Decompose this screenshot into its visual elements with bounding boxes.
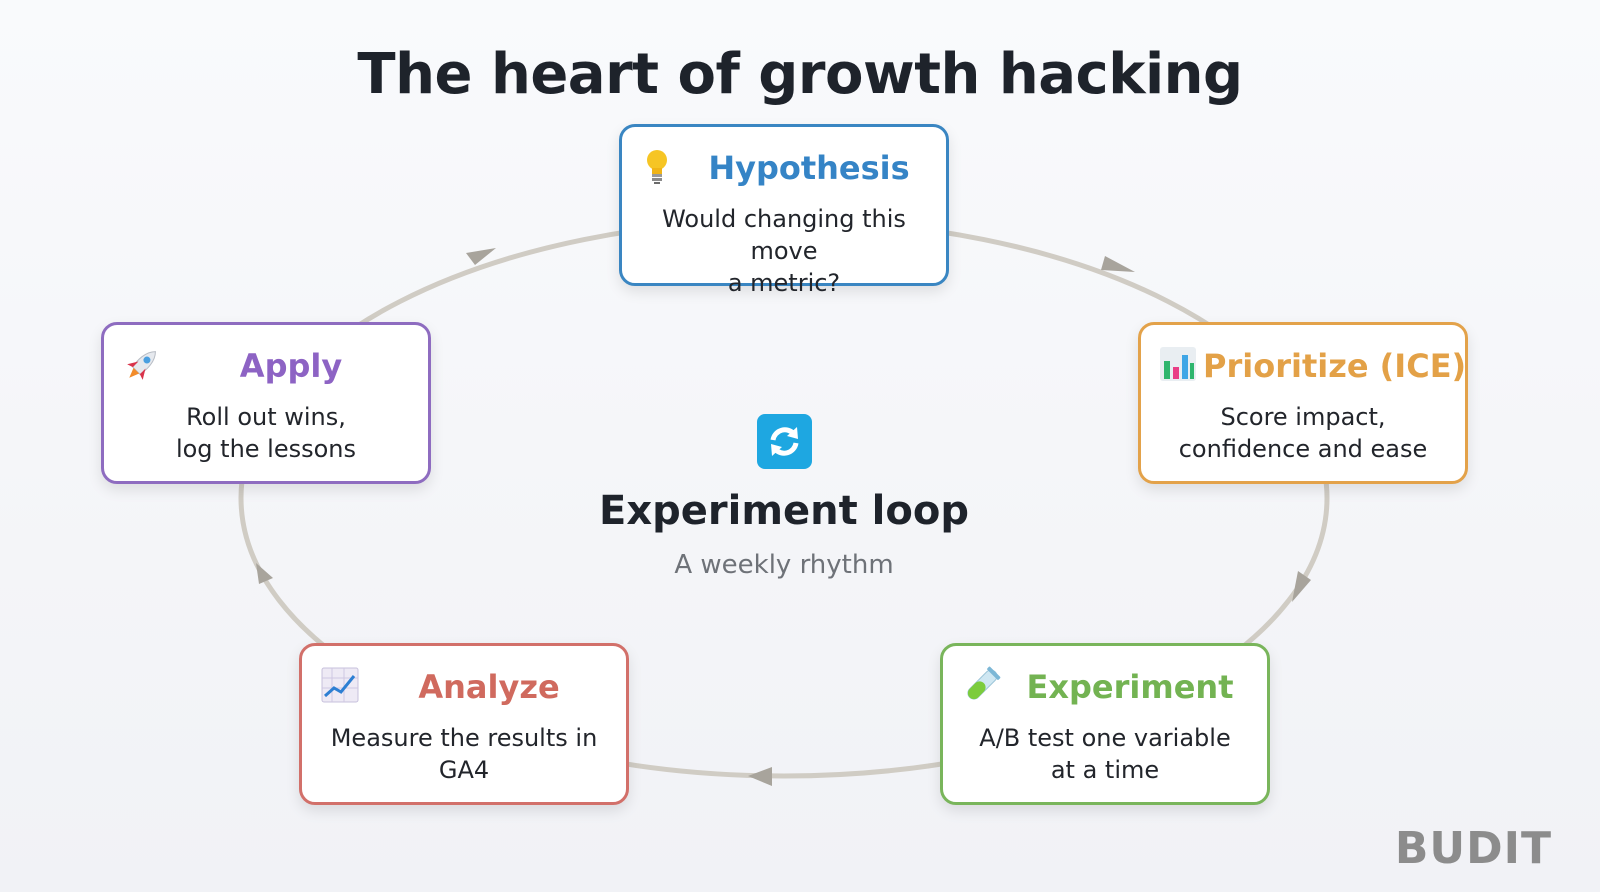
step-card-apply: Apply Roll out wins, log the lessons <box>101 322 431 484</box>
step-description: Score impact, confidence and ease <box>1178 403 1428 463</box>
page-title: The heart of growth hacking <box>357 42 1243 107</box>
arrow-prioritize-to-experiment <box>1292 571 1311 602</box>
line-chart-icon <box>321 667 359 703</box>
step-card-prioritize: Prioritize (ICE) Score impact, confidenc… <box>1138 322 1468 484</box>
rocket-icon <box>127 351 156 380</box>
light-bulb-icon <box>647 150 667 184</box>
center-subtitle: A weekly rhythm <box>674 550 894 580</box>
step-label: Prioritize (ICE) <box>1203 347 1467 385</box>
step-description: Measure the results in GA4 <box>330 724 598 784</box>
step-label: Experiment <box>1026 668 1234 706</box>
step-label: Apply <box>239 347 343 385</box>
step-description: Roll out wins, log the lessons <box>175 403 357 463</box>
center-title: Experiment loop <box>599 488 969 534</box>
step-card-experiment: Experiment A/B test one variable at a ti… <box>940 643 1270 805</box>
step-label: Hypothesis <box>708 149 910 187</box>
step-label: Analyze <box>418 668 560 706</box>
arrow-experiment-to-analyze <box>748 767 772 786</box>
arrow-analyze-to-apply <box>256 563 273 584</box>
bar-chart-icon <box>1160 347 1196 381</box>
step-card-analyze: Analyze Measure the results in GA4 <box>299 643 629 805</box>
step-card-hypothesis: Hypothesis Would changing this move a me… <box>619 124 949 297</box>
brand-logo: BUDIT <box>1394 823 1552 874</box>
arrow-hypothesis-to-prioritize <box>1101 256 1135 272</box>
repeat-cycle-icon <box>757 414 812 469</box>
step-description: Would changing this move a metric? <box>662 205 906 297</box>
step-description: A/B test one variable at a time <box>979 724 1231 784</box>
arrow-apply-to-hypothesis <box>466 248 496 265</box>
test-tube-icon <box>967 666 1001 700</box>
